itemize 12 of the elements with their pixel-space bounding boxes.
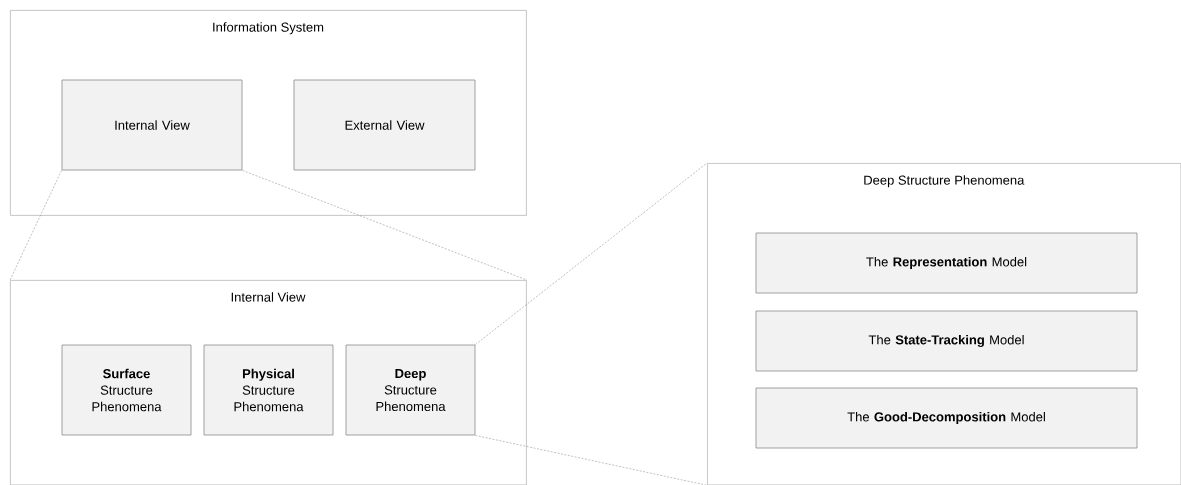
zoom-line bbox=[475, 162, 708, 345]
zoom-line bbox=[475, 435, 708, 485]
process-box: The Representation Model bbox=[755, 232, 1138, 294]
process-box: Deep Structure Phenomena bbox=[345, 344, 476, 436]
zoom-line bbox=[9, 170, 62, 281]
process-box: External View bbox=[293, 79, 476, 171]
zoom-line bbox=[242, 170, 528, 281]
process-box: Physical Structure Phenomena bbox=[203, 344, 334, 436]
process-box: Surface Structure Phenomena bbox=[61, 344, 192, 436]
process-box: Internal View bbox=[61, 79, 243, 171]
process-box: The Good-Decomposition Model bbox=[755, 387, 1138, 449]
process-box: The State-Tracking Model bbox=[755, 310, 1138, 372]
